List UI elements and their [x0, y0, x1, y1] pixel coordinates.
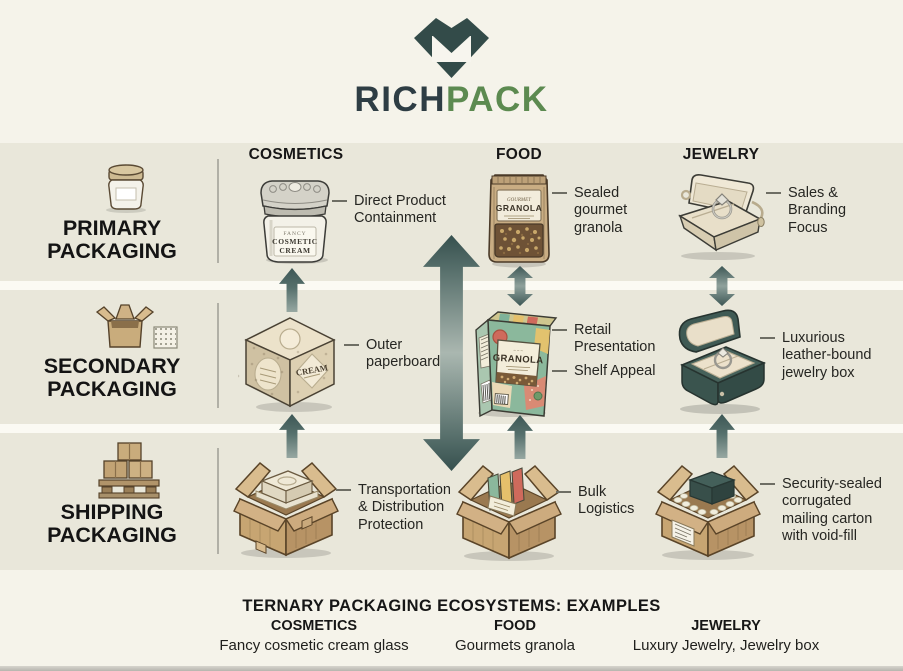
shipping-box-jewelry-illustration: [655, 464, 761, 560]
footer-entry-food: FOOD Gourmets granola: [425, 618, 605, 654]
pallet-boxes-icon: [98, 442, 160, 499]
column-header-cosmetics: COSMETICS: [248, 146, 344, 163]
annotation-connector: [336, 489, 351, 491]
row-divider: [217, 159, 219, 263]
footer-category: FOOD: [494, 618, 536, 634]
annotation-shipping-food: Bulk Logistics: [556, 484, 634, 519]
row-divider: [217, 448, 219, 554]
footer-example: Fancy cosmetic cream glass: [219, 637, 409, 654]
granola-pouch-illustration: GOURMET GRANOLA: [488, 174, 550, 268]
bottom-edge-shadow: [0, 666, 903, 671]
annotation-connector: [344, 344, 359, 346]
svg-text:CREAM: CREAM: [279, 246, 310, 255]
open-box-icon: [95, 304, 178, 349]
annotation-connector: [552, 370, 567, 372]
svg-text:COSMETIC: COSMETIC: [272, 237, 318, 246]
annotation-connector: [332, 200, 347, 202]
footer-entry-cosmetics: COSMETICS Fancy cosmetic cream glass: [204, 618, 424, 654]
brand-part-pack: PACK: [445, 80, 549, 119]
annotation-connector: [552, 329, 567, 331]
column-header-food: FOOD: [496, 146, 542, 163]
annotation-connector: [760, 483, 775, 485]
annotation-secondary-food-retail: Retail Presentation: [552, 322, 655, 357]
row-label-secondary: SECONDARY PACKAGING: [43, 354, 181, 401]
jewelry-pouch-illustration: [678, 174, 765, 260]
footer-example: Luxury Jewelry, Jewelry box: [632, 637, 820, 654]
footer-category: JEWELRY: [691, 618, 761, 634]
svg-text:GRANOLA: GRANOLA: [496, 203, 542, 213]
annotation-shipping-jewelry: Security-sealed corrugated mailing carto…: [760, 476, 882, 546]
granola-cereal-box-illustration: GRANOLA ~ ~ ~: [475, 311, 558, 418]
footer-title: TERNARY PACKAGING ECOSYSTEMS: EXAMPLES: [242, 597, 661, 615]
diamond-envelope-logo-icon: [414, 18, 489, 78]
annotation-secondary-jewelry: Luxurious leather-bound jewelry box: [760, 330, 872, 382]
cosmetic-cream-jar-illustration: FANCY COSMETIC CREAM: [260, 180, 330, 264]
column-header-jewelry: JEWELRY: [682, 146, 760, 163]
annotation-connector: [552, 192, 567, 194]
annotation-secondary-cosmetics: Outer paperboard: [344, 337, 440, 372]
annotation-secondary-food-shelf: Shelf Appeal: [552, 363, 655, 380]
svg-text:FANCY: FANCY: [283, 231, 306, 237]
annotation-connector: [766, 192, 781, 194]
annotation-primary-jewelry: Sales & Branding Focus: [766, 185, 846, 237]
annotation-connector: [556, 491, 571, 493]
cream-carton-cube-illustration: CREAM: [238, 317, 336, 412]
shipping-box-food-illustration: [456, 464, 562, 561]
svg-text:~ ~ ~: ~ ~ ~: [513, 348, 523, 354]
cream-jar-icon: [106, 164, 146, 213]
svg-text:GOURMET: GOURMET: [507, 198, 532, 203]
brand-wordmark: RICHPACK: [0, 80, 903, 120]
shipping-box-cosmetics-illustration: [233, 461, 339, 558]
annotation-connector: [760, 337, 775, 339]
footer-category: COSMETICS: [270, 618, 358, 634]
svg-text:GRANOLA: GRANOLA: [492, 353, 543, 367]
footer-entry-jewelry: JEWELRY Luxury Jewelry, Jewelry box: [616, 618, 836, 654]
annotation-shipping-cosmetics: Transportation & Distribution Protection: [336, 482, 451, 534]
leather-jewelry-box-illustration: [678, 309, 767, 414]
footer-example: Gourmets granola: [454, 637, 576, 654]
row-label-primary: PRIMARY PACKAGING: [47, 216, 177, 263]
row-label-shipping: SHIPPING PACKAGING: [47, 500, 177, 547]
brand-part-rich: RICH: [354, 80, 446, 119]
annotation-primary-food: Sealed gourmet granola: [552, 185, 627, 237]
row-divider: [217, 303, 219, 408]
annotation-primary-cosmetics: Direct Product Containment: [332, 193, 446, 228]
